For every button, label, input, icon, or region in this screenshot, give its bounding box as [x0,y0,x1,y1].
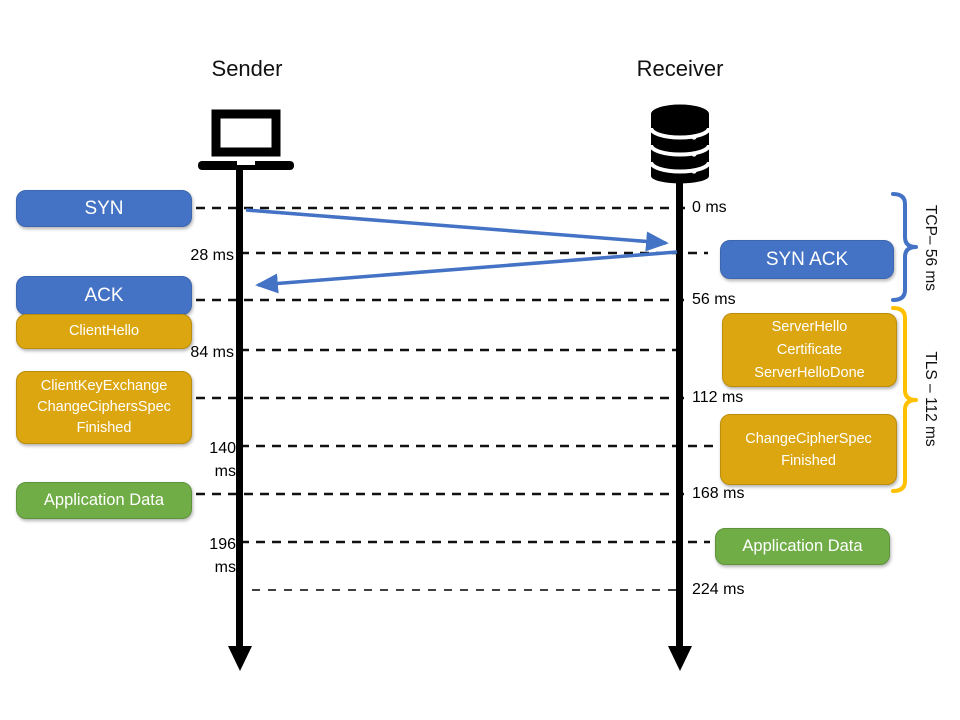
message-label: ServerHello Certificate ServerHelloDone [754,316,864,385]
syn-arrow [245,208,669,252]
time-label-224ms: 224 ms [692,581,745,598]
message-box-client-key-exchange: ClientKeyExchange ChangeCiphersSpec Fini… [16,371,192,444]
message-label: SYN ACK [765,248,849,270]
message-box-client-hello: ClientHello [16,314,192,349]
message-line: ChangeCipherSpec [745,430,872,447]
message-box-syn: SYN [16,190,192,227]
time-label-112ms: 112 ms [692,389,744,406]
sender-lifeline [228,170,252,671]
message-label: Application Data [43,491,165,510]
time-label-196ms: 196 ms [176,533,236,579]
message-box-change-cipher-spec: ChangeCipherSpec Finished [720,414,897,485]
message-box-ack: ACK [16,276,192,315]
message-line: Certificate [776,341,843,358]
message-label: ClientKeyExchange ChangeCiphersSpec Fini… [37,376,171,439]
tcp-brace-label: TCP– 56 ms [922,204,939,292]
message-box-syn-ack: SYN ACK [720,240,894,279]
message-box-server-hello: ServerHello Certificate ServerHelloDone [722,313,897,387]
message-line: ClientKeyExchange [40,378,168,394]
message-line: ServerHelloDone [754,364,865,381]
message-label: ChangeCipherSpec Finished [745,428,872,472]
message-label: SYN [84,197,124,219]
tcp-brace [891,192,918,302]
message-box-application-data-receiver: Application Data [715,528,890,565]
message-label: ClientHello [68,323,140,340]
message-box-application-data-sender: Application Data [16,482,192,519]
receiver-title: Receiver [636,56,724,81]
message-line: Finished [76,420,132,436]
time-label-line: ms [214,559,236,576]
time-label-0ms: 0 ms [692,199,727,216]
time-label-line: 140 [209,440,236,457]
time-label-28ms: 28 ms [190,247,234,264]
receiver-lifeline [668,178,692,671]
message-label: ACK [84,284,124,306]
time-label-168ms: 168 ms [692,485,745,502]
time-label-140ms: 140 ms [176,437,236,483]
sender-title: Sender [211,56,283,81]
tls-brace-label: TLS – 112 ms [922,351,939,447]
time-label-line: ms [214,463,236,480]
message-line: ServerHello [771,318,848,335]
time-label-84ms: 84 ms [190,344,234,361]
message-label: Application Data [742,537,863,556]
laptop-icon [198,109,294,170]
time-label-line: 196 [209,536,236,553]
syn-ack-arrow [255,250,678,294]
time-label-56ms: 56 ms [692,291,736,308]
tls-brace [891,306,918,493]
message-line: ChangeCiphersSpec [37,399,171,415]
message-line: Finished [781,452,836,469]
database-icon [649,104,711,184]
